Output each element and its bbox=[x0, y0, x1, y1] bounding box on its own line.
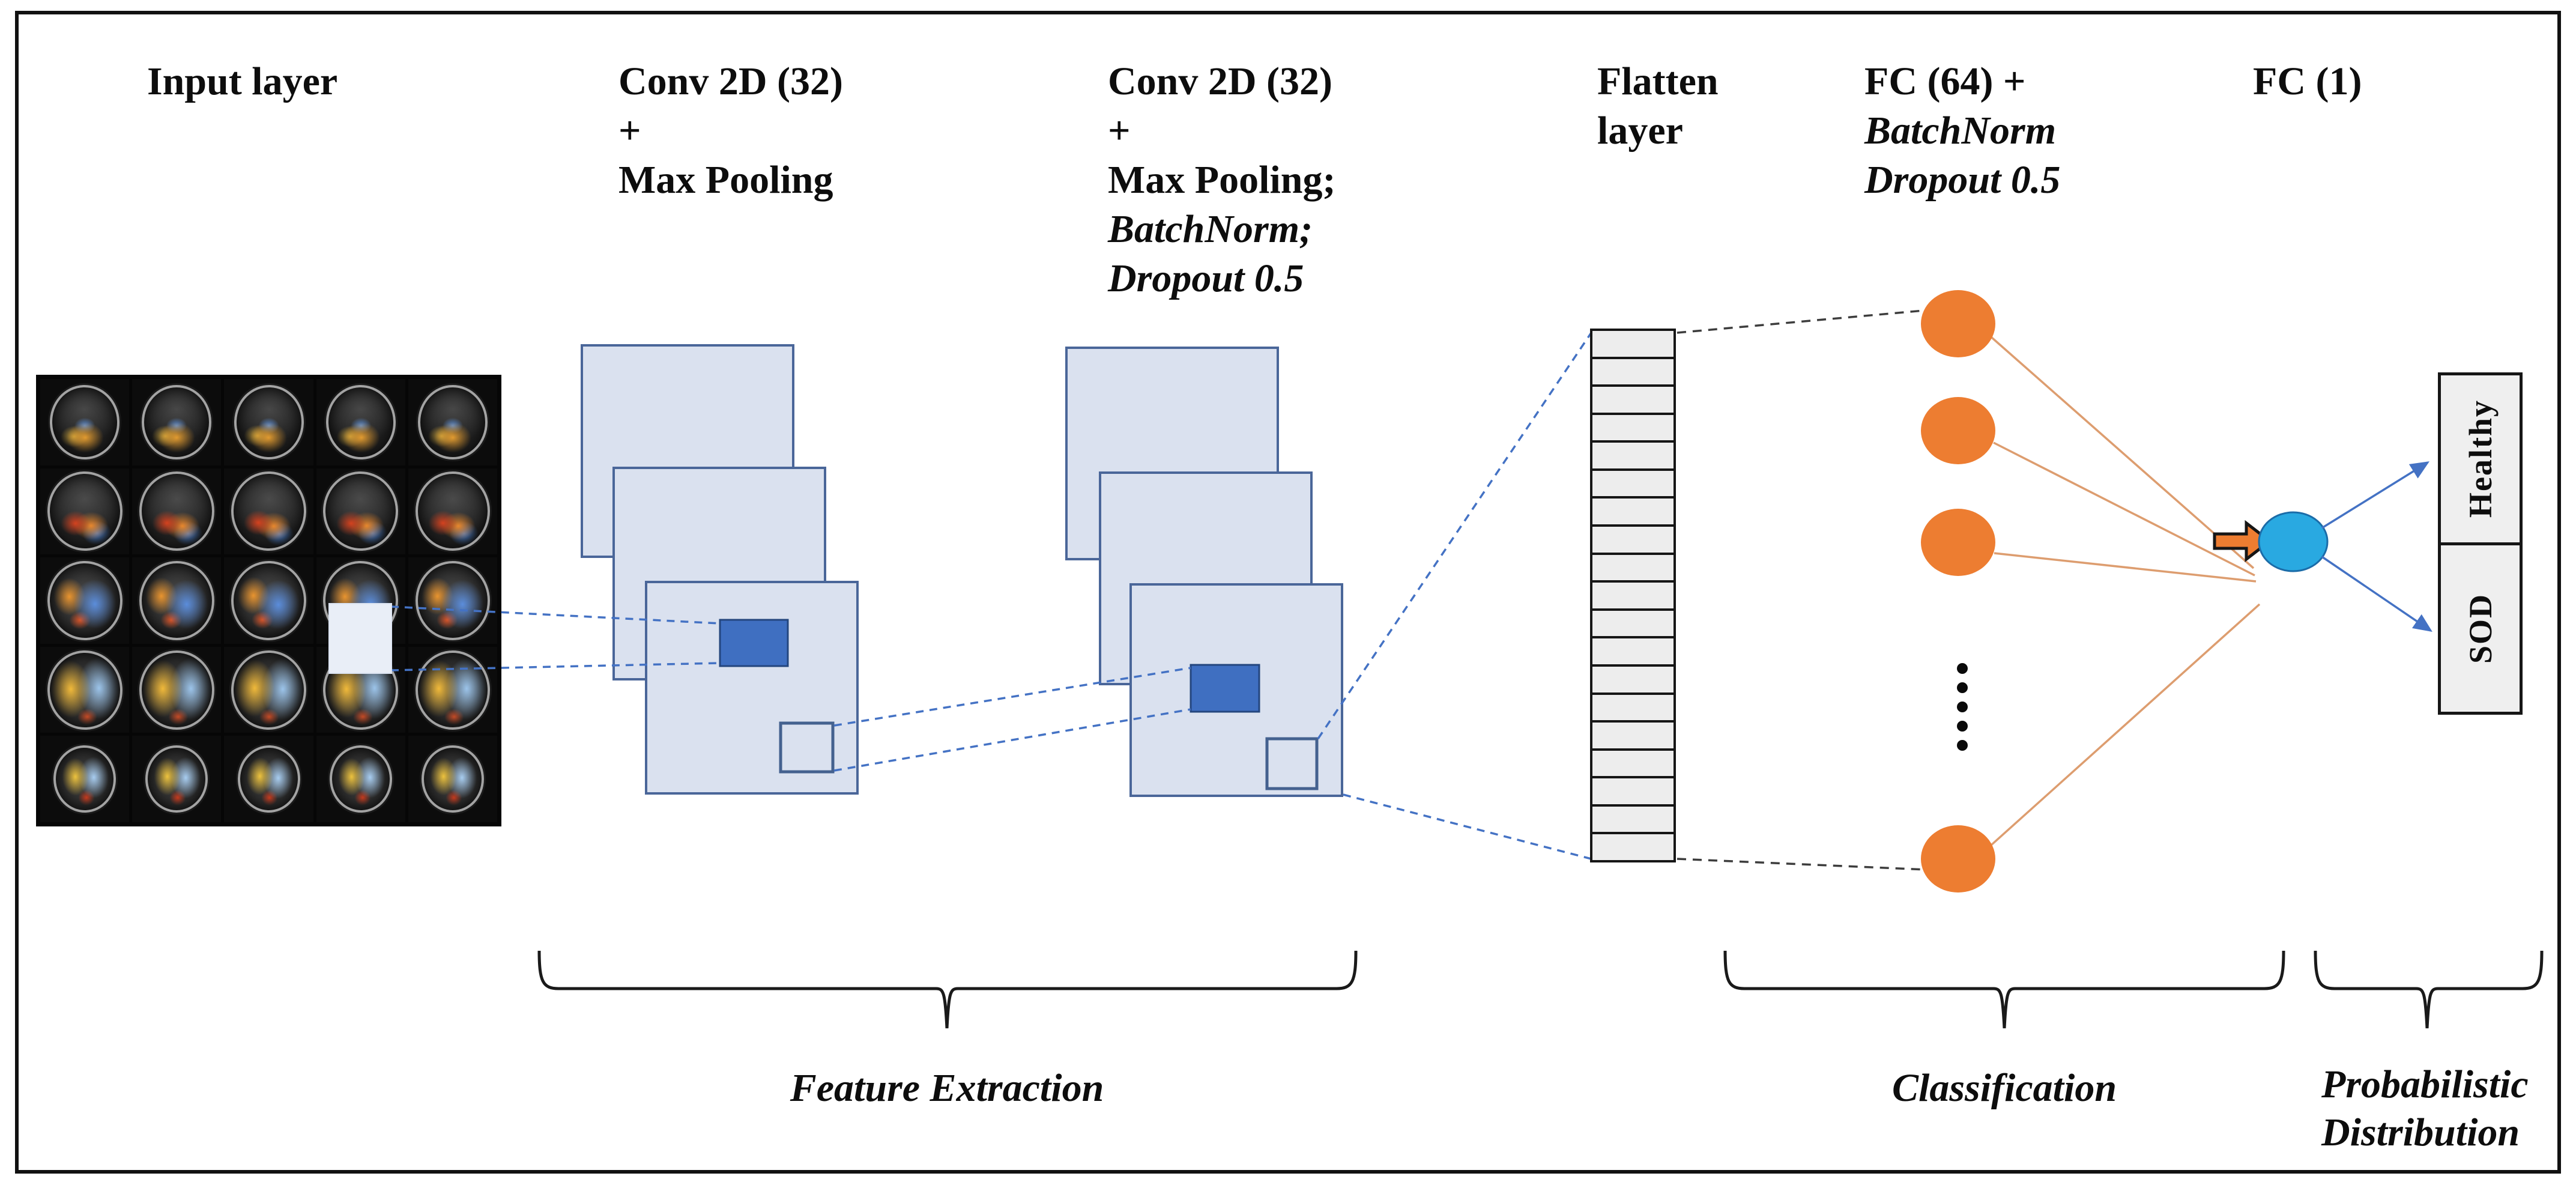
flatten-cell bbox=[1592, 694, 1673, 721]
brain-slice bbox=[224, 557, 313, 644]
brain-slice-image bbox=[324, 384, 397, 461]
brain-slice bbox=[224, 468, 313, 555]
brain-slice bbox=[40, 379, 130, 465]
flatten-cell bbox=[1592, 359, 1673, 385]
brain-slice-image bbox=[415, 560, 491, 641]
conv2-line-2: + bbox=[1108, 109, 1131, 153]
brain-slice-image bbox=[232, 384, 305, 461]
brain-slice-image bbox=[46, 559, 124, 642]
brain-slice bbox=[40, 468, 130, 555]
conv1-line-1: Conv 2D (32) bbox=[618, 59, 843, 103]
flatten-cell bbox=[1592, 806, 1673, 832]
brain-slice bbox=[224, 379, 313, 465]
flatten-cell bbox=[1592, 499, 1673, 525]
conv2-line-4: BatchNorm; bbox=[1108, 207, 1313, 251]
probabilistic-distribution-label: Probabilistic Distribution bbox=[2321, 1062, 2529, 1154]
feature-extraction-label: Feature Extraction bbox=[790, 1066, 1104, 1110]
fc64-line-3: Dropout 0.5 bbox=[1864, 158, 2061, 202]
conv1-label: Conv 2D (32) + Max Pooling bbox=[618, 57, 843, 205]
brain-slice bbox=[40, 557, 130, 644]
brain-slice bbox=[316, 468, 405, 555]
brain-slice-image bbox=[139, 650, 214, 730]
brain-slice bbox=[408, 736, 497, 822]
brain-slice-image bbox=[139, 471, 214, 551]
brain-slice bbox=[40, 736, 130, 822]
output-class-box: Healthy SOD bbox=[2438, 372, 2523, 715]
flatten-cell bbox=[1592, 554, 1673, 581]
brain-slice-image bbox=[46, 470, 124, 553]
conv2-line-1: Conv 2D (32) bbox=[1108, 59, 1332, 103]
brain-slice-image bbox=[422, 745, 484, 813]
flatten-cell bbox=[1592, 666, 1673, 693]
brain-slice bbox=[224, 736, 313, 822]
flatten-cell bbox=[1592, 834, 1673, 860]
brain-slice bbox=[132, 379, 222, 465]
fc1-text: FC (1) bbox=[2253, 59, 2362, 103]
conv1-line-2: + bbox=[618, 109, 641, 153]
flatten-cell bbox=[1592, 470, 1673, 497]
flatten-cell bbox=[1592, 583, 1673, 608]
brain-slice bbox=[408, 646, 497, 733]
brain-slice-image bbox=[145, 745, 208, 813]
brain-slice-image bbox=[229, 470, 308, 553]
brain-slice bbox=[408, 557, 497, 644]
brain-slice bbox=[40, 646, 130, 733]
flatten-cell bbox=[1592, 414, 1673, 441]
input-patch-highlight bbox=[328, 603, 392, 674]
brain-slice-image bbox=[142, 385, 212, 459]
flatten-cell bbox=[1592, 778, 1673, 804]
brain-slice-image bbox=[52, 744, 117, 814]
classification-label: Classification bbox=[1891, 1066, 2117, 1110]
input-layer-label: Input layer bbox=[147, 57, 337, 106]
fc64-line-1: FC (64) + bbox=[1864, 59, 2026, 103]
flatten-vector bbox=[1590, 329, 1676, 862]
brain-slice bbox=[316, 736, 405, 822]
brain-slice-image bbox=[236, 744, 301, 814]
brain-slice-image bbox=[415, 650, 491, 730]
brain-slice-image bbox=[418, 385, 488, 459]
fc64-line-2: BatchNorm bbox=[1864, 109, 2057, 153]
brain-slice-image bbox=[328, 744, 393, 814]
brain-slice-image bbox=[139, 560, 214, 641]
input-layer-text: Input layer bbox=[147, 59, 338, 103]
brain-slice bbox=[132, 646, 222, 733]
brain-slice-image bbox=[322, 470, 400, 553]
flatten-line-1: Flatten bbox=[1597, 59, 1719, 103]
brain-slice-image bbox=[415, 471, 491, 551]
brain-slice-image bbox=[46, 649, 124, 731]
flatten-cell bbox=[1592, 750, 1673, 777]
output-cell-healthy: Healthy bbox=[2441, 375, 2520, 545]
brain-slice bbox=[132, 468, 222, 555]
healthy-label: Healthy bbox=[2462, 399, 2499, 518]
input-brain-grid bbox=[36, 375, 501, 826]
brain-slice bbox=[132, 557, 222, 644]
brain-slice-image bbox=[229, 559, 308, 642]
brain-slice bbox=[316, 379, 405, 465]
flatten-cell bbox=[1592, 331, 1673, 357]
conv2-line-5: Dropout 0.5 bbox=[1108, 256, 1304, 300]
brain-slice bbox=[408, 468, 497, 555]
flatten-cell bbox=[1592, 527, 1673, 553]
flatten-label: Flatten layer bbox=[1597, 57, 1719, 156]
conv2-label: Conv 2D (32) + Max Pooling; BatchNorm; D… bbox=[1108, 57, 1335, 303]
flatten-cell bbox=[1592, 443, 1673, 468]
output-cell-sod: SOD bbox=[2441, 545, 2520, 712]
conv2-line-3: Max Pooling; bbox=[1108, 158, 1336, 202]
fc64-label: FC (64) + BatchNorm Dropout 0.5 bbox=[1864, 57, 2060, 205]
brain-slice bbox=[224, 646, 313, 733]
brain-slice-image bbox=[49, 384, 121, 461]
sod-label: SOD bbox=[2462, 593, 2499, 664]
brain-slice bbox=[132, 736, 222, 822]
flatten-cell bbox=[1592, 387, 1673, 413]
flatten-cell bbox=[1592, 638, 1673, 664]
fc1-label: FC (1) bbox=[2253, 57, 2362, 106]
flatten-cell bbox=[1592, 610, 1673, 637]
flatten-line-2: layer bbox=[1597, 109, 1683, 153]
flatten-cell bbox=[1592, 723, 1673, 748]
brain-slice-image bbox=[229, 649, 308, 731]
conv1-line-3: Max Pooling bbox=[618, 158, 833, 202]
brain-slice bbox=[408, 379, 497, 465]
